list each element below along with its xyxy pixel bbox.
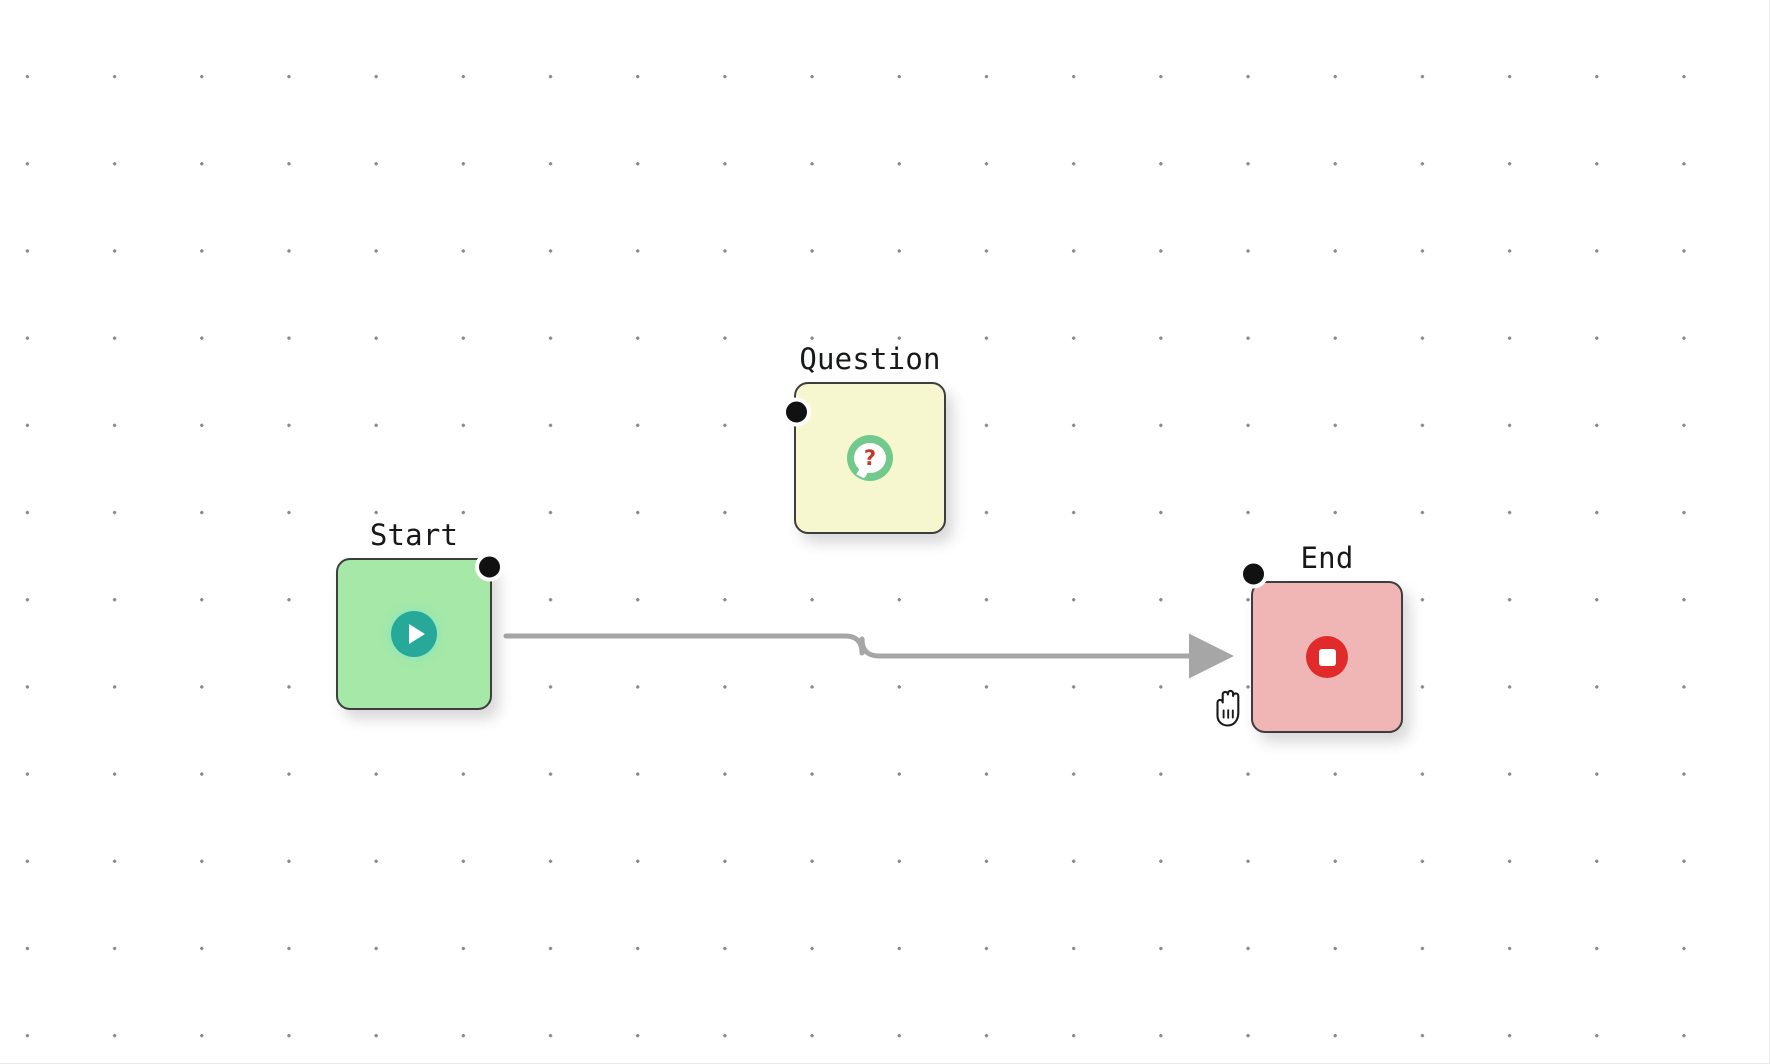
grab-hand-cursor (1216, 689, 1240, 727)
play-icon (391, 611, 437, 657)
node-end-label: End (1300, 541, 1354, 575)
node-start[interactable]: Start (336, 521, 504, 710)
handle-end-target[interactable] (1239, 559, 1268, 589)
node-question[interactable]: Question ? (782, 345, 946, 534)
handle-question-target[interactable] (782, 397, 811, 427)
stop-icon-circle (1306, 636, 1348, 678)
node-question-label: Question (799, 342, 941, 376)
play-icon-circle (391, 611, 437, 657)
question-icon-mark: ? (863, 445, 877, 470)
stop-icon-square (1318, 648, 1336, 666)
question-icon-circle: ? (847, 435, 893, 481)
edge-start-end[interactable] (503, 633, 1234, 679)
stop-icon (1304, 634, 1350, 680)
question-bubble-icon: ? (847, 435, 893, 481)
handle-start-source[interactable] (475, 552, 504, 582)
question-icon-bubble: ? (854, 443, 886, 473)
node-end[interactable]: End (1239, 544, 1403, 733)
node-start-label: Start (369, 518, 459, 552)
play-icon-triangle (408, 624, 425, 644)
